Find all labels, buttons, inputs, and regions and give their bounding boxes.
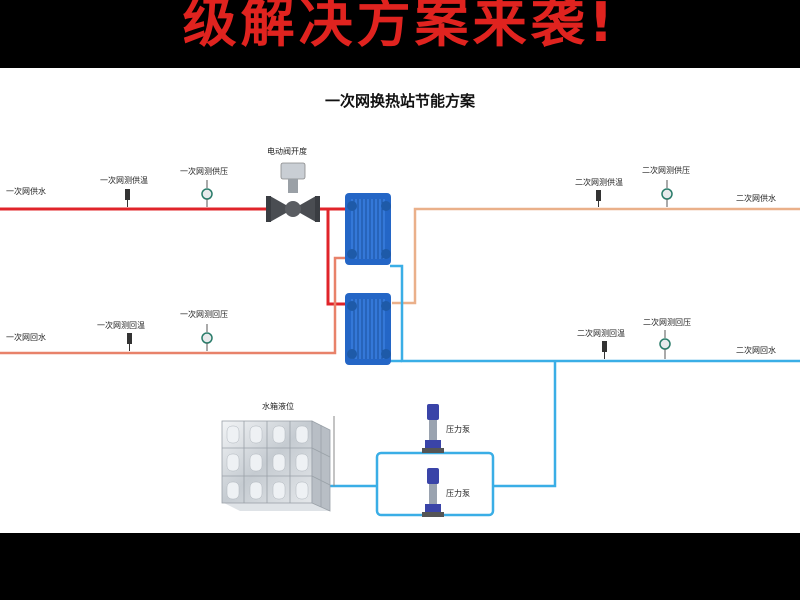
top-banner: 级解决方案来袭! (0, 0, 800, 68)
secondary-supply-pressure-sensor (661, 180, 673, 207)
pressure-pump-upper (422, 404, 444, 453)
secondary-supply-pipe (392, 207, 800, 305)
water-tank (221, 416, 335, 512)
label-pump-2: 压力泵 (446, 488, 470, 498)
primary-supply-pressure-sensor (201, 180, 213, 207)
label-secondary-return-pressure: 二次网测回压 (643, 317, 691, 327)
label-secondary-supply: 二次网供水 (736, 193, 776, 203)
banner-title: 级解决方案来袭! (182, 0, 618, 54)
label-pump-1: 压力泵 (446, 424, 470, 434)
bottom-bar (0, 533, 800, 600)
primary-return-pipe (0, 256, 345, 355)
secondary-return-temp-sensor (602, 341, 607, 359)
primary-supply-pipe (0, 207, 345, 306)
diagram-title: 一次网换热站节能方案 (325, 92, 476, 110)
label-secondary-return-temp: 二次网测回温 (577, 328, 625, 338)
pump-riser-pipe (493, 361, 557, 488)
label-primary-supply-temp: 一次网测供温 (100, 175, 148, 185)
label-secondary-supply-pressure: 二次网测供压 (642, 165, 690, 175)
diagram-panel: 一次网换热站节能方案 (0, 68, 800, 533)
heat-station-diagram: 一次网换热站节能方案 (0, 92, 800, 517)
label-secondary-supply-temp: 二次网测供温 (575, 177, 623, 187)
label-primary-supply-pressure: 一次网测供压 (180, 166, 228, 176)
primary-supply-temp-sensor (125, 189, 130, 207)
pressure-pump-lower (422, 468, 444, 517)
heat-exchanger-upper (345, 193, 391, 265)
label-primary-return-temp: 一次网测回温 (97, 320, 145, 330)
label-secondary-return: 二次网回水 (736, 345, 776, 355)
label-tank-level: 水箱液位 (262, 401, 294, 411)
secondary-return-pressure-sensor (659, 330, 671, 359)
label-valve-opening: 电动阀开度 (267, 146, 307, 156)
primary-return-pressure-sensor (201, 324, 213, 351)
primary-return-temp-sensor (127, 333, 132, 351)
label-primary-supply: 一次网供水 (6, 186, 46, 196)
electric-valve (266, 162, 320, 222)
secondary-return-pipe (390, 264, 800, 363)
heat-exchanger-lower (345, 293, 391, 365)
label-primary-return-pressure: 一次网测回压 (180, 309, 228, 319)
secondary-supply-temp-sensor (596, 190, 601, 207)
label-primary-return: 一次网回水 (6, 332, 46, 342)
